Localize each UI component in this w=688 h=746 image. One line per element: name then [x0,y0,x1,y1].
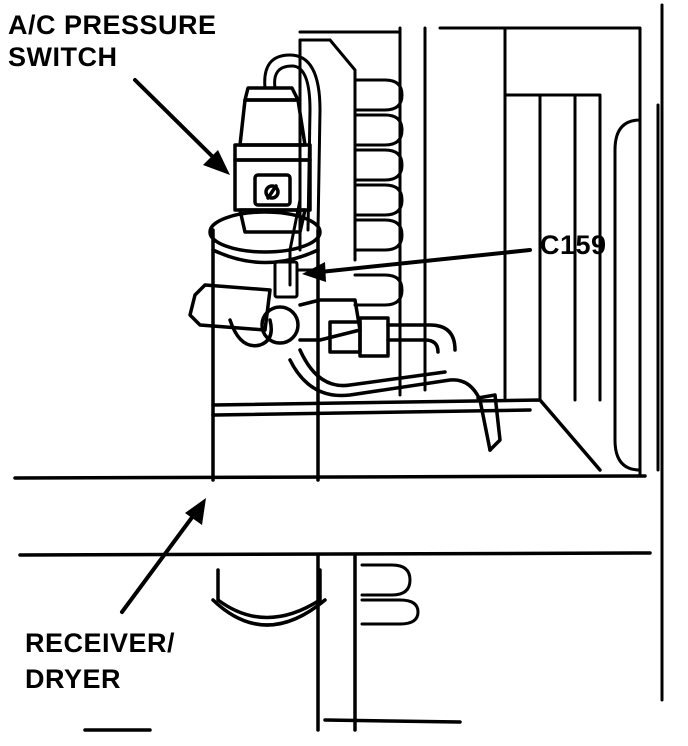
refrigerant-fittings [188,283,502,452]
label-connector: C159 [540,230,607,260]
label-receiver-line1: RECEIVER/ [25,628,175,658]
pressure-switch [233,86,312,234]
leader-arrows [120,78,532,614]
label-pressure-switch-line1: A/C PRESSURE [8,10,217,40]
label-pressure-switch-line2: SWITCH [8,42,117,72]
connector-c159 [273,260,320,299]
label-receiver-line2: DRYER [25,664,121,694]
radiator-support [13,398,652,732]
receiver-dryer-body [208,210,327,627]
switch-wire [263,53,322,287]
condenser-coils [353,78,420,626]
